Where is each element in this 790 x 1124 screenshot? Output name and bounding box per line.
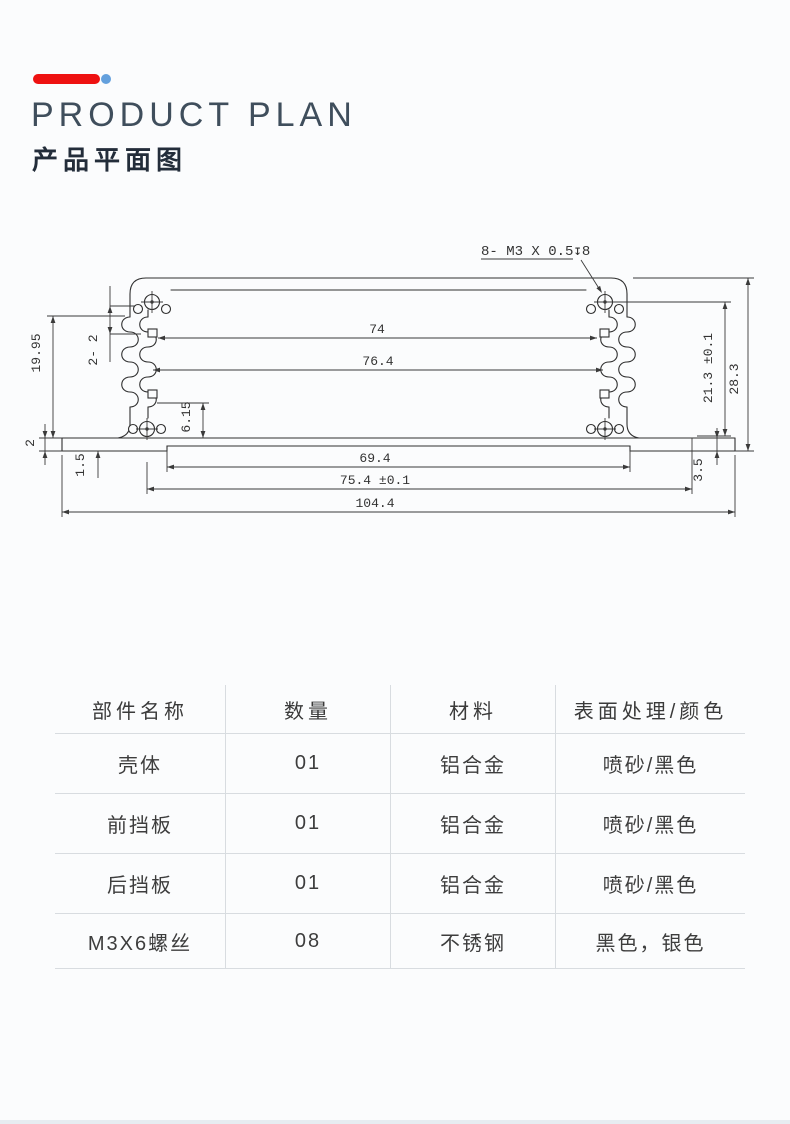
boss-bottom-right bbox=[594, 418, 616, 440]
table-cell: 01 bbox=[225, 853, 390, 913]
dimension-28-3: 28.3 bbox=[633, 277, 754, 452]
page-title-en: PRODUCT PLAN bbox=[31, 96, 357, 134]
dimension-3-5: 3.5 bbox=[691, 428, 720, 482]
table-cell: 喷砂/黑色 bbox=[555, 853, 745, 913]
dim-75-4-label: 75.4 ±0.1 bbox=[340, 473, 410, 488]
dim-3-5-label: 3.5 bbox=[691, 458, 706, 481]
pcb-slot bbox=[599, 328, 610, 338]
dim-104-4-label: 104.4 bbox=[355, 496, 394, 511]
extrusion-profile-outline bbox=[61, 277, 736, 452]
col-header-quantity: 数量 bbox=[225, 685, 390, 733]
accent-dot bbox=[101, 74, 111, 84]
dim-74-label: 74 bbox=[369, 322, 385, 337]
table-cell: 喷砂/黑色 bbox=[555, 793, 745, 853]
parts-table: 部件名称 数量 材料 表面处理/颜色 壳体 01 铝合金 喷砂/黑色 前挡板 0… bbox=[55, 685, 745, 969]
dimension-2-2: 2- 2 bbox=[86, 286, 141, 366]
dimension-21-3: 21.3 ±0.1 bbox=[615, 301, 731, 437]
col-header-material: 材料 bbox=[390, 685, 555, 733]
pcb-slot bbox=[147, 389, 158, 399]
table-cell: 黑色，银色 bbox=[555, 913, 745, 968]
dim-19-95-label: 19.95 bbox=[29, 333, 44, 372]
table-cell: 前挡板 bbox=[55, 793, 225, 853]
table-cell: 喷砂/黑色 bbox=[555, 733, 745, 793]
dim-2-2-label: 2- 2 bbox=[86, 334, 101, 365]
table-cell: 壳体 bbox=[55, 733, 225, 793]
dimension-74: 74 bbox=[158, 322, 597, 341]
dimension-104-4: 104.4 bbox=[61, 455, 736, 517]
thread-callout-text: 8- M3 X 0.5↧8 bbox=[481, 244, 590, 260]
col-header-part-name: 部件名称 bbox=[92, 700, 188, 723]
profile-drawing: 8- M3 X 0.5↧8 74 76.4 69.4 75.4 ±0.1 104… bbox=[25, 222, 765, 532]
boss-top-right bbox=[594, 291, 616, 313]
dim-76-4-label: 76.4 bbox=[362, 354, 393, 369]
dimension-6-15: 6.15 bbox=[157, 401, 209, 438]
dim-28-3-label: 28.3 bbox=[727, 363, 742, 394]
dimension-75-4: 75.4 ±0.1 bbox=[146, 438, 693, 494]
table-cell: 铝合金 bbox=[390, 793, 555, 853]
thread-callout: 8- M3 X 0.5↧8 bbox=[481, 244, 602, 293]
table-cell: 01 bbox=[225, 793, 390, 853]
pcb-slot bbox=[147, 328, 158, 338]
table-cell: M3X6螺丝 bbox=[55, 913, 225, 968]
table-cell: 后挡板 bbox=[55, 853, 225, 913]
page-title-zh: 产品平面图 bbox=[32, 145, 188, 175]
boss-bottom-left bbox=[136, 418, 158, 440]
pcb-slot bbox=[599, 389, 610, 399]
table-cell: 不锈钢 bbox=[390, 913, 555, 968]
dim-6-15-label: 6.15 bbox=[179, 401, 194, 432]
boss-top-left bbox=[141, 291, 163, 313]
dim-1-5-label: 1.5 bbox=[73, 453, 88, 476]
screw-bosses bbox=[127, 291, 625, 440]
dimension-69-4: 69.4 bbox=[166, 449, 631, 472]
table-cell: 铝合金 bbox=[390, 733, 555, 793]
table-cell: 铝合金 bbox=[390, 853, 555, 913]
dimension-2: 2 bbox=[25, 424, 62, 465]
col-header-finish-color: 表面处理/颜色 bbox=[555, 685, 745, 733]
dim-69-4-label: 69.4 bbox=[359, 451, 390, 466]
dim-2-label: 2 bbox=[25, 439, 38, 447]
dim-21-3-label: 21.3 ±0.1 bbox=[701, 333, 716, 403]
table-cell: 08 bbox=[225, 913, 390, 968]
accent-bar bbox=[33, 74, 100, 84]
dimension-76-4: 76.4 bbox=[153, 354, 603, 373]
table-cell: 01 bbox=[225, 733, 390, 793]
page-bottom-edge bbox=[0, 1120, 790, 1124]
dimension-1-5: 1.5 bbox=[73, 451, 101, 478]
